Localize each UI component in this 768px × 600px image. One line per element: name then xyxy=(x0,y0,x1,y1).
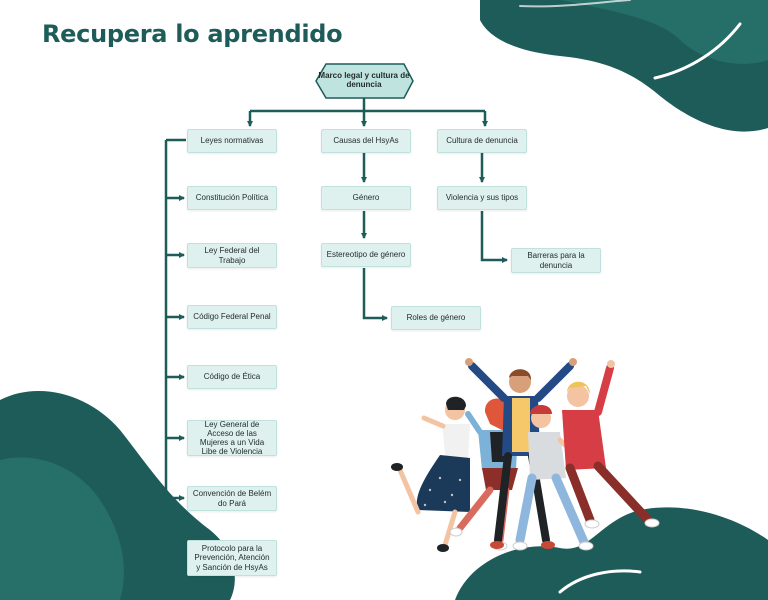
node-cultura-denuncia: Cultura de denuncia xyxy=(437,129,527,153)
node-genero: Género xyxy=(321,186,411,210)
node-codigo-penal: Código Federal Penal xyxy=(187,305,277,329)
bottom-right-swoosh xyxy=(558,569,642,594)
top-right-swoosh-2 xyxy=(519,0,631,8)
node-violencia-tipos: Violencia y sus tipos xyxy=(437,186,527,210)
node-causas: Causas del HsyAs xyxy=(321,129,411,153)
node-belem-do-para: Convención de Belém do Pará xyxy=(187,486,277,511)
top-right-swoosh xyxy=(653,22,742,80)
page-title: Recupera lo aprendido xyxy=(42,20,343,48)
node-constitucion: Constitución Política xyxy=(187,186,277,210)
node-protocolo: Protocolo para la Prevención, Atención y… xyxy=(187,540,277,576)
node-roles-genero: Roles de género xyxy=(391,306,481,330)
person-red-hoodie xyxy=(562,360,660,529)
node-estereotipo: Estereotipo de género xyxy=(321,243,411,267)
root-node: Marco legal y cultura de denuncia xyxy=(318,71,410,89)
node-barreras: Barreras para la denuncia xyxy=(511,248,601,273)
node-ley-general-acceso: Ley General de Acceso de las Mujeres a u… xyxy=(187,420,277,456)
person-dress xyxy=(391,396,470,552)
bottom-right-blob xyxy=(455,507,768,600)
node-codigo-etica: Código de Ética xyxy=(187,365,277,389)
bottom-left-blob-inner xyxy=(0,457,124,600)
node-leyes-normativas: Leyes normativas xyxy=(187,129,277,153)
node-ley-federal-trabajo: Ley Federal del Trabajo xyxy=(187,243,277,268)
